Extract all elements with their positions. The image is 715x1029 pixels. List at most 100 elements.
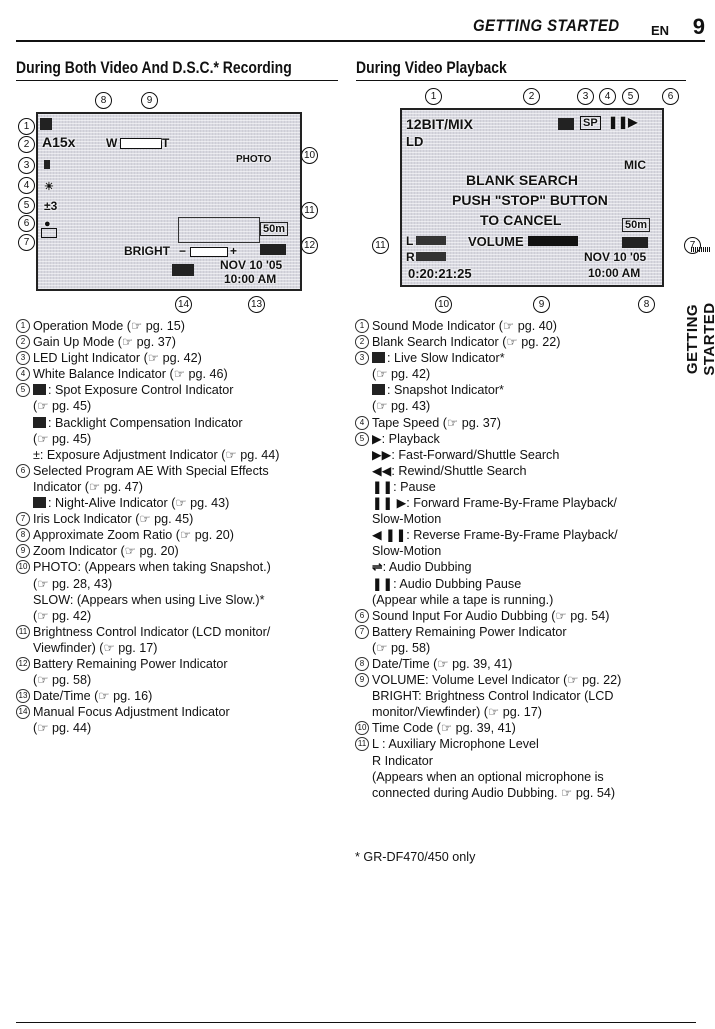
callout-14: 14 [175, 296, 192, 313]
callout-10: 10 [301, 147, 318, 164]
list-item: : Backlight Compensation Indicator [16, 415, 346, 431]
callout-9: 9 [141, 92, 158, 109]
blank-search-line3: TO CANCEL [480, 212, 562, 228]
blank-search-line1: BLANK SEARCH [466, 172, 578, 188]
list-item: ❚❚: Pause [372, 479, 436, 494]
audio-dub-icon: ⇌ [372, 560, 383, 575]
white-balance-icon: ☀ [44, 181, 54, 193]
battery-icon [622, 237, 648, 248]
left-heading-rule [16, 80, 338, 81]
manual-focus-icon [172, 264, 194, 276]
sound-mode: 12BIT/MIX [406, 116, 473, 132]
date-readout: NOV 10 '05 [220, 258, 283, 272]
list-item: ±: Exposure Adjustment Indicator (☞ pg. … [33, 447, 280, 462]
list-item: : Snapshot Indicator* [355, 382, 685, 398]
exposure-value: ±3 [44, 199, 58, 213]
callout-4: 4 [18, 177, 35, 194]
tape-remaining: 50m [260, 222, 289, 236]
bottom-rule [16, 1022, 696, 1023]
callout-3: 3 [577, 88, 594, 105]
zoom-ratio: A15x [42, 134, 76, 150]
callout-2: 2 [523, 88, 540, 105]
list-item: SLOW: (Appears when using Live Slow.)* [33, 592, 265, 607]
callout-4: 4 [599, 88, 616, 105]
list-item: (☞ pg. 42) [33, 608, 92, 623]
photo-label: PHOTO [236, 154, 272, 165]
time-readout: 10:00 AM [588, 266, 641, 280]
blank-search-line2: PUSH "STOP" BUTTON [452, 192, 608, 208]
callout-6: 6 [18, 215, 35, 232]
running-title: GETTING STARTED [472, 16, 619, 35]
operation-mode-icon [40, 118, 52, 130]
snapshot-icon [558, 118, 574, 130]
night-alive-icon [33, 497, 46, 509]
list-item: monitor/Viewfinder) (☞ pg. 17) [372, 705, 542, 720]
aux-mic-l-bar [416, 236, 446, 245]
bright-label: BRIGHT [124, 244, 170, 258]
callout-13: 13 [248, 296, 265, 313]
brightness-frame [178, 217, 260, 243]
list-item: Slow-Motion [372, 512, 442, 527]
callout-8: 8 [638, 296, 655, 313]
page-header: GETTING STARTED EN 9 [16, 14, 705, 42]
list-item: (☞ pg. 28, 43) [33, 576, 113, 591]
list-item: ❚❚ ▶: Forward Frame-By-Frame Playback/ [372, 496, 617, 511]
aux-mic-l: L [406, 234, 414, 248]
callout-11: 11 [372, 237, 389, 254]
list-item: (☞ pg. 58) [33, 673, 92, 688]
thumb-index-mark [691, 247, 711, 252]
list-item: ◀◀: Rewind/Shuttle Search [372, 463, 527, 478]
page-number: 9 [692, 14, 705, 39]
callout-7: 7 [18, 234, 35, 251]
ld-label: LD [406, 134, 424, 149]
mic-label: MIC [624, 158, 646, 172]
callout-10: 10 [435, 296, 452, 313]
callout-9: 9 [533, 296, 550, 313]
list-item: (☞ pg. 58) [372, 640, 431, 655]
list-item: ◀ ❚❚: Reverse Frame-By-Frame Playback/ [372, 528, 618, 543]
callout-11: 11 [301, 202, 318, 219]
volume-label: VOLUME [468, 234, 524, 249]
bright-minus: − [179, 244, 187, 258]
snapshot-icon [372, 384, 385, 396]
list-item: ❚❚: Audio Dubbing Pause [372, 576, 522, 591]
time-code: 0:20:21:25 [408, 266, 472, 281]
live-slow-icon [372, 352, 385, 364]
aux-mic-r: R [406, 250, 415, 264]
list-item: (☞ pg. 45) [33, 399, 92, 414]
backlight-icon [33, 416, 46, 428]
list-item: 5▶: Playback [355, 431, 685, 447]
list-item: (☞ pg. 45) [33, 431, 92, 446]
list-item: (☞ pg. 44) [33, 721, 92, 736]
zoom-w: W [106, 136, 118, 150]
led-light-icon [44, 160, 50, 169]
callout-5: 5 [18, 197, 35, 214]
iris-lock-icon [41, 228, 57, 238]
recording-screen-diagram: A15x W T PHOTO ☀ ±3 ● 50m BRIGHT − + NOV… [36, 112, 302, 291]
list-item: (Appears when an optional microphone is [372, 769, 604, 784]
aux-mic-r-bar [416, 252, 446, 261]
time-readout: 10:00 AM [224, 272, 277, 286]
list-item: ▶▶: Fast-Forward/Shuttle Search [372, 447, 560, 462]
spot-exposure-icon [33, 384, 46, 396]
callout-1: 1 [425, 88, 442, 105]
callout-8: 8 [95, 92, 112, 109]
list-item: Indicator (☞ pg. 47) [33, 479, 143, 494]
bright-plus: + [230, 244, 238, 258]
